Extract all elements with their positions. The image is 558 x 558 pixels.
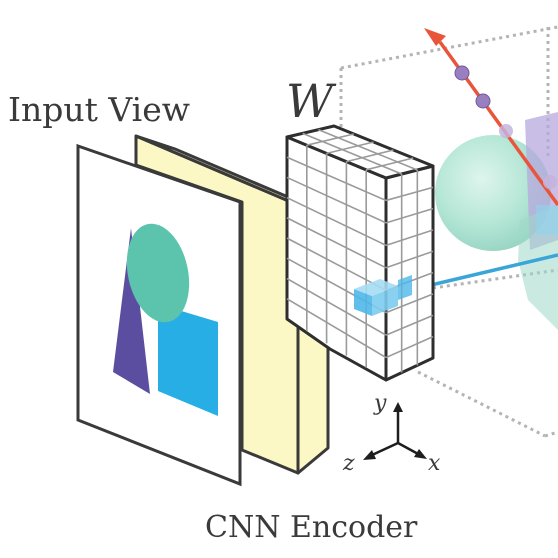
grid-line: [385, 186, 434, 202]
axis-y-label: y: [373, 391, 387, 416]
camera-ray: [424, 28, 558, 207]
ray-arrowhead: [424, 28, 446, 46]
feature-query-ray: [409, 253, 558, 292]
encoder-label: CNN Encoder: [205, 510, 418, 545]
grid-line: [286, 277, 387, 336]
sampled-feature-top: [354, 279, 398, 296]
grid-line: [286, 217, 387, 269]
square-shape: [158, 304, 218, 416]
grid-line: [366, 157, 414, 171]
axis-x-label: x: [428, 451, 441, 476]
grid-line: [385, 293, 434, 314]
coordinate-axes: [363, 402, 427, 460]
input-view-label: Input View: [8, 90, 190, 129]
grid-line: [385, 229, 434, 247]
grid-line: [286, 196, 387, 247]
grid-line: [346, 149, 394, 163]
grid-line: [326, 141, 374, 155]
feature-volume: [285, 124, 435, 382]
ray-sample-point: [454, 65, 470, 81]
grid-line: [385, 335, 434, 359]
scene-objects: [435, 112, 558, 330]
sampled-feature-cell: [354, 289, 372, 316]
ray-sample-point: [543, 175, 557, 189]
grid-line: [385, 250, 434, 269]
feature-volume-label: W: [286, 74, 337, 128]
grid-line: [286, 298, 387, 359]
grid-line: [385, 207, 434, 224]
grid-line: [385, 314, 434, 336]
ray-sample-point: [499, 124, 513, 138]
feature-grid-lines: [286, 128, 434, 373]
ray-sample-point: [475, 93, 491, 109]
grid-line: [286, 237, 387, 291]
triangle-shape: [113, 228, 150, 394]
sampled-feature-highlight: [398, 275, 412, 300]
axis-z-label: z: [342, 451, 355, 476]
grid-line: [318, 128, 418, 171]
input-image-panel: [76, 143, 242, 487]
grid-line: [286, 156, 387, 202]
grid-line: [306, 133, 354, 146]
grid-line: [302, 132, 402, 175]
ellipse-shape: [126, 223, 190, 323]
grid-line: [286, 176, 387, 224]
scene-cube: [536, 205, 558, 235]
scene-ellipsoid: [518, 205, 558, 330]
